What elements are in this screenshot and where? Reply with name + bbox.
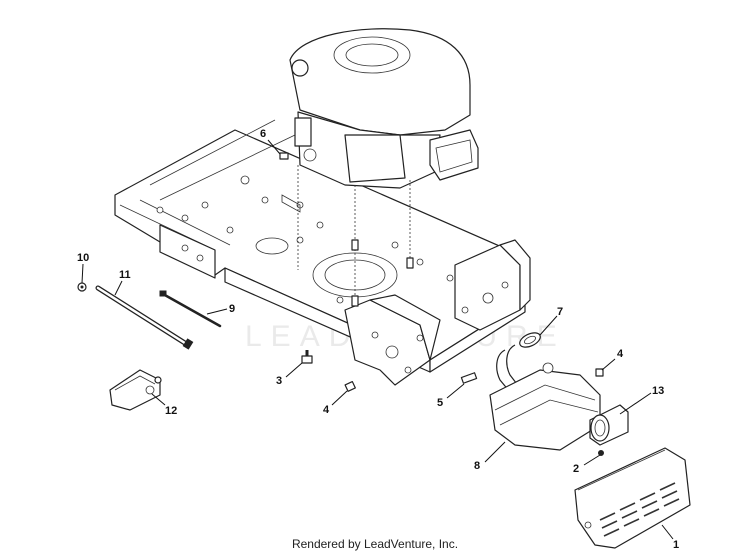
part-9-nut xyxy=(77,282,87,292)
part-6-bolt xyxy=(279,152,289,160)
callout-2: 2 xyxy=(573,463,579,475)
part-10-rod xyxy=(95,285,194,350)
callout-1: 1 xyxy=(673,539,679,551)
callout-leaders xyxy=(81,139,674,540)
callout-12: 8 xyxy=(474,460,480,472)
callout-3: 3 xyxy=(276,375,282,387)
part-4-bolt-right xyxy=(595,368,604,377)
part-1-heat-shield xyxy=(574,447,691,549)
callout-7: 7 xyxy=(557,306,563,318)
engine-studs xyxy=(351,239,414,307)
front-bracket xyxy=(344,294,441,386)
callout-labels: 6 10 11 9 3 4 5 7 4 13 12 8 2 1 xyxy=(77,128,679,551)
part-4-bolt-left xyxy=(344,380,356,392)
rear-bracket xyxy=(454,239,531,331)
part-12-muffler xyxy=(489,344,601,451)
callout-4-right: 4 xyxy=(617,348,624,360)
footer-credit: Rendered by LeadVenture, Inc. xyxy=(291,537,459,551)
callout-10: 11 xyxy=(119,269,131,281)
engine xyxy=(289,28,479,300)
part-8-cable-tie xyxy=(159,290,222,328)
callout-4-left: 4 xyxy=(323,404,330,416)
part-13-deflector xyxy=(589,404,629,446)
front-plate xyxy=(159,224,216,279)
callout-11: 12 xyxy=(165,405,177,417)
part-2-screw xyxy=(598,450,604,456)
part-7-gasket xyxy=(519,332,541,348)
callout-5: 5 xyxy=(437,397,443,409)
callout-9: 10 xyxy=(77,252,89,264)
part-5-bolt xyxy=(460,372,478,384)
callout-13: 13 xyxy=(652,385,664,397)
part-11-bracket xyxy=(109,369,162,411)
callout-8: 9 xyxy=(229,303,235,315)
callout-6: 6 xyxy=(260,128,266,140)
part-3-bolt xyxy=(301,350,313,364)
